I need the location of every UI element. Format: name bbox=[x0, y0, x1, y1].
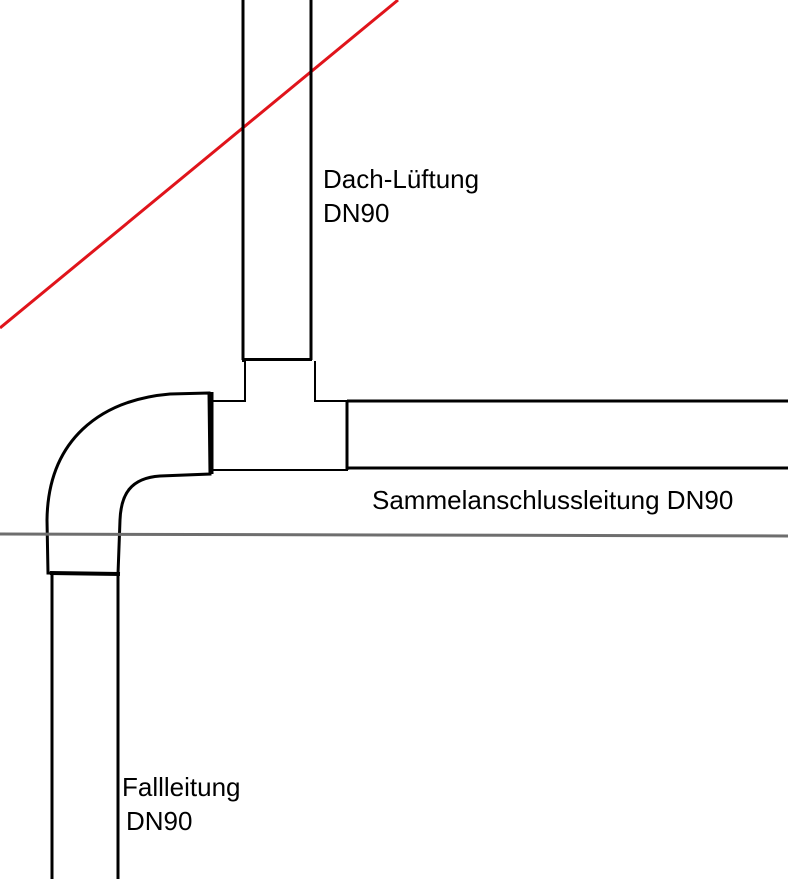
downpipe-label: Fallleitung DN90 bbox=[122, 770, 241, 838]
collector-label-text: Sammelanschlussleitung DN90 bbox=[372, 485, 734, 515]
downpipe-label-name: Fallleitung bbox=[122, 772, 241, 802]
roof-line bbox=[0, 0, 399, 330]
roof-vent-label-size: DN90 bbox=[323, 198, 390, 228]
roof-vent-pipe bbox=[241, 0, 313, 362]
floor-line bbox=[0, 532, 788, 538]
collector-pipe bbox=[345, 399, 788, 470]
roof-vent-label-name: Dach-Lüftung bbox=[323, 164, 480, 194]
downpipe-label-size: DN90 bbox=[126, 806, 193, 836]
roof-vent-label: Dach-Lüftung DN90 bbox=[323, 162, 479, 230]
tee-fitting bbox=[210, 361, 348, 471]
downpipe bbox=[49, 571, 121, 879]
elbow-fitting bbox=[45, 391, 212, 576]
collector-label: Sammelanschlussleitung DN90 bbox=[372, 483, 733, 517]
